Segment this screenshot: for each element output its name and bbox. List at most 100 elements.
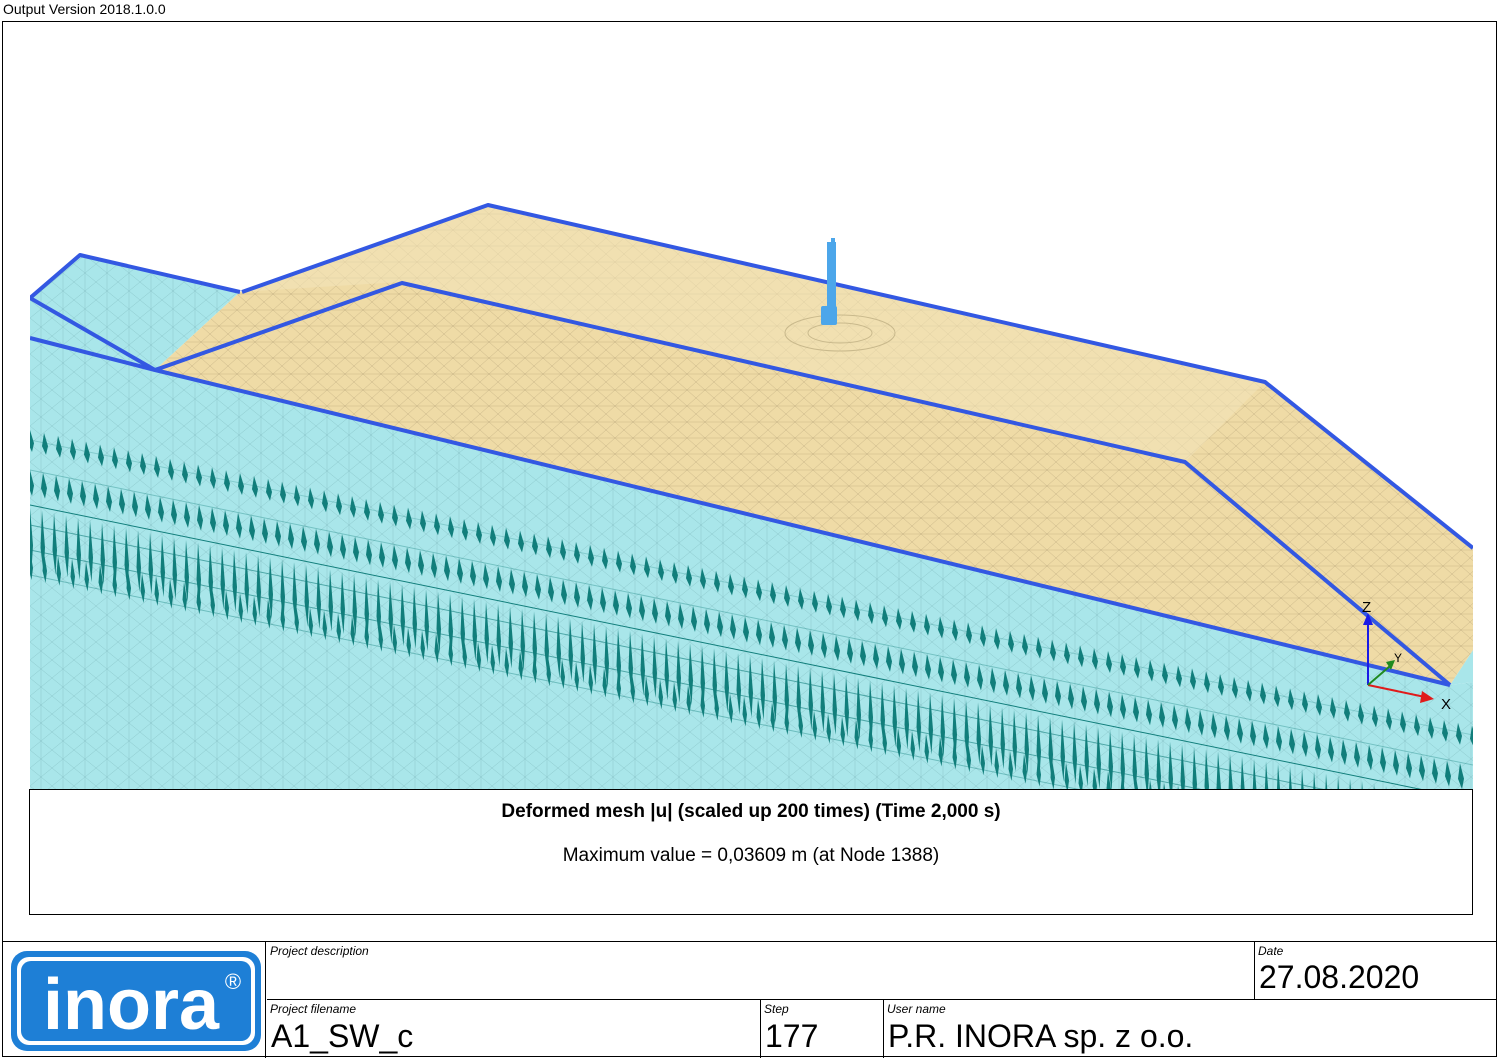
displacement-arrow	[327, 531, 333, 558]
model-viewport[interactable]: Z Y X	[30, 30, 1473, 790]
displacement-arrow	[925, 653, 931, 680]
displacement-arrow	[352, 574, 357, 637]
displacement-arrow	[1419, 755, 1425, 782]
displacement-arrow	[1064, 642, 1070, 665]
displacement-arrow	[910, 610, 916, 633]
displacement-arrow	[672, 682, 677, 713]
displacement-arrow	[158, 496, 164, 523]
displacement-arrow	[854, 719, 859, 750]
displacement-arrow	[795, 627, 801, 654]
displacement-arrow	[88, 520, 93, 583]
displacement-arrow	[420, 630, 425, 661]
displacement-arrow	[812, 590, 818, 613]
displacement-arrow	[1036, 756, 1041, 787]
displacement-arrow	[940, 694, 945, 757]
displacement-arrow	[840, 596, 846, 619]
displacement-arrow	[294, 604, 299, 635]
displacement-arrow	[1000, 707, 1005, 770]
displacement-arrow	[400, 584, 405, 647]
displacement-arrow	[518, 650, 523, 681]
displacement-arrow	[1078, 645, 1084, 668]
displacement-arrow	[664, 638, 669, 701]
date-value: 27.08.2020	[1259, 959, 1420, 995]
displacement-arrow	[1072, 722, 1077, 785]
displacement-arrow	[56, 555, 61, 586]
displacement-arrow	[1316, 694, 1322, 717]
project-description-cell: Project description	[267, 942, 1255, 1000]
displacement-arrow	[1008, 630, 1014, 653]
displacement-arrow	[613, 589, 619, 616]
displacement-arrow	[210, 507, 216, 534]
displacement-arrow	[1354, 741, 1360, 768]
displacement-arrow	[518, 530, 524, 553]
displacement-arrow	[268, 557, 273, 620]
displacement-arrow	[1330, 696, 1336, 719]
displacement-arrow	[252, 595, 257, 626]
displacement-arrow	[1302, 731, 1308, 758]
displacement-arrow	[42, 552, 47, 583]
displacement-arrow	[224, 590, 229, 621]
displacement-arrow	[1036, 636, 1042, 659]
displacement-arrow	[168, 578, 173, 609]
displacement-arrow	[1301, 768, 1304, 790]
displacement-arrow	[1358, 702, 1364, 725]
displacement-arrow	[560, 659, 565, 690]
displacement-arrow	[184, 501, 190, 528]
displacement-arrow	[1029, 675, 1035, 702]
displacement-arrow	[769, 621, 775, 648]
displacement-arrow	[704, 608, 710, 635]
displacement-arrow	[626, 592, 632, 619]
displacement-arrow	[616, 550, 622, 573]
displacement-arrow	[1428, 717, 1434, 739]
displacement-arrow	[1064, 762, 1069, 790]
step-label: Step	[764, 1002, 789, 1016]
displacement-arrow	[1406, 752, 1412, 779]
displacement-arrow	[126, 570, 131, 601]
displacement-arrow	[266, 598, 271, 629]
displacement-arrow	[854, 599, 860, 622]
displacement-arrow	[652, 635, 657, 698]
project-filename-label: Project filename	[270, 1002, 357, 1016]
displacement-arrow	[210, 587, 215, 618]
displacement-arrow	[508, 606, 513, 669]
displacement-arrow	[546, 656, 551, 687]
displacement-arrow	[886, 645, 892, 672]
soil-body	[30, 255, 1473, 790]
displacement-arrow	[288, 523, 294, 550]
displacement-arrow	[1107, 691, 1113, 718]
displacement-arrow	[1204, 671, 1210, 694]
displacement-arrow	[691, 605, 697, 632]
deformed-mesh-render[interactable]: Z Y X	[30, 30, 1473, 790]
displacement-arrow	[1349, 778, 1351, 790]
project-filename-value: A1_SW_c	[271, 1018, 414, 1054]
user-name-value: P.R. INORA sp. z o.o.	[888, 1018, 1194, 1054]
displacement-arrow	[1003, 669, 1009, 696]
displacement-arrow	[364, 618, 369, 649]
displacement-arrow	[587, 584, 593, 611]
displacement-arrow	[322, 610, 327, 641]
displacement-arrow	[616, 670, 621, 701]
displacement-arrow	[160, 535, 165, 598]
displacement-arrow	[784, 584, 790, 607]
displacement-arrow	[244, 552, 249, 615]
displacement-arrow	[280, 481, 286, 504]
displacement-arrow	[1313, 771, 1316, 790]
displacement-arrow	[1190, 668, 1196, 691]
displacement-arrow	[1042, 677, 1048, 704]
displacement-arrow	[223, 509, 229, 536]
displacement-arrow	[952, 739, 957, 770]
displacement-arrow	[1325, 773, 1328, 790]
displacement-arrow	[70, 558, 75, 589]
displacement-arrow	[126, 450, 132, 473]
displacement-arrow	[1148, 659, 1154, 682]
displacement-arrow	[1361, 781, 1363, 790]
displacement-arrow	[1168, 741, 1173, 790]
displacement-arrow	[548, 576, 554, 603]
displacement-arrow	[472, 599, 477, 662]
point-load	[821, 238, 837, 325]
displacement-arrow	[420, 510, 426, 533]
displacement-arrow	[366, 539, 372, 566]
output-version-label: Output Version 2018.1.0.0	[3, 1, 166, 17]
displacement-arrow	[1159, 701, 1165, 728]
displacement-arrow	[84, 441, 90, 464]
